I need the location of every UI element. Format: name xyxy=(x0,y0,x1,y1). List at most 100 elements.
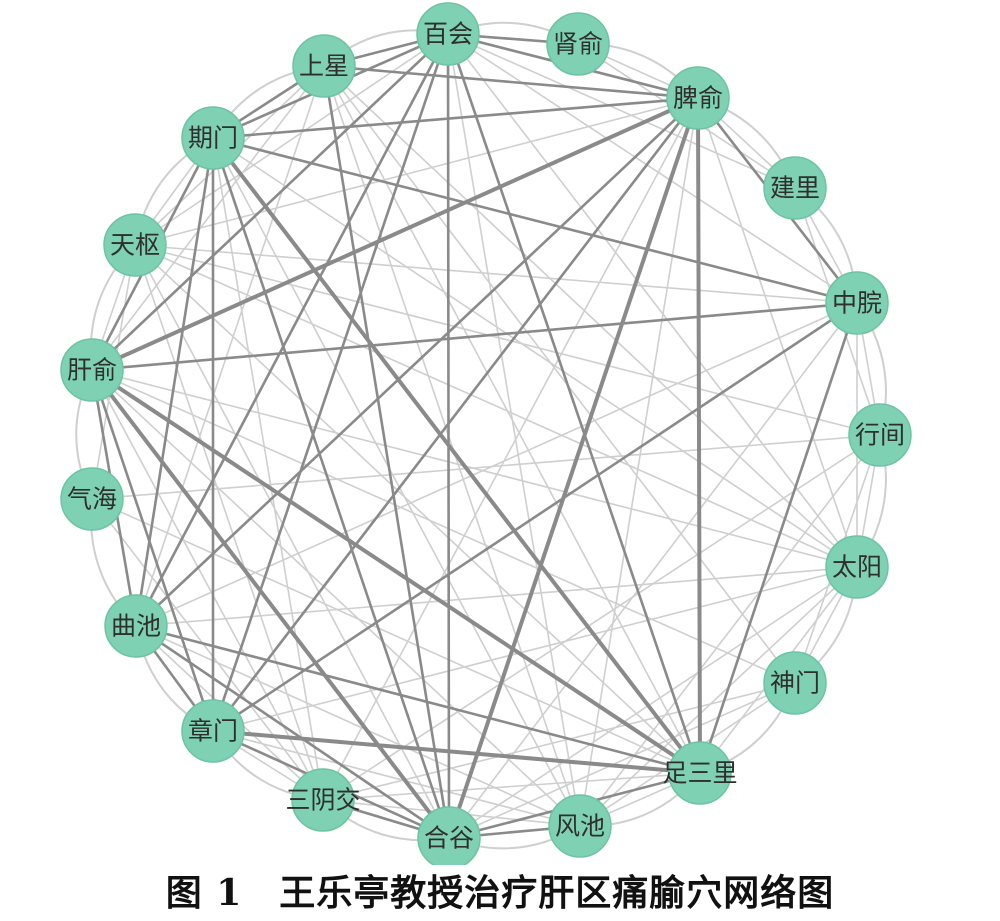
node-circle-shenshu xyxy=(546,12,610,76)
edge-zhangmen-taiyang xyxy=(212,566,858,732)
node-ganshu: 肝俞 xyxy=(60,338,124,402)
edge-qimen-hegu xyxy=(211,136,451,840)
node-circle-quchi xyxy=(104,594,168,658)
edge-ganshu-zhongwan xyxy=(90,301,859,372)
edge-taiyang-tianshu xyxy=(134,244,858,568)
edge-hegu-shangxing xyxy=(322,64,451,840)
edge-zhangmen-baihui xyxy=(211,32,450,733)
edge-ganshu-zusanli xyxy=(90,368,702,775)
node-circle-qihai xyxy=(60,467,124,531)
node-label-baihui: 百会 xyxy=(423,20,473,49)
edge-qihai-zusanli xyxy=(91,498,701,774)
edge-ganshu-zhangmen xyxy=(90,368,215,733)
edge-shenmen-sanyinjiao xyxy=(322,682,796,801)
edge-baihui-taiyang xyxy=(447,33,858,568)
node-fengchi: 风池 xyxy=(548,794,612,858)
node-tianshu: 天枢 xyxy=(103,213,167,277)
figure-caption: 图 1 王乐亭教授治疗肝区痛腧穴网络图 xyxy=(165,872,835,914)
edge-pishu-quchi xyxy=(134,96,700,628)
node-label-zusanli: 足三里 xyxy=(662,759,737,788)
node-circle-hegu xyxy=(417,806,481,865)
edge-hegu-tianshu xyxy=(134,244,450,839)
edge-zusanli-zhongwan xyxy=(698,301,859,775)
edge-quchi-fengchi xyxy=(135,625,581,827)
edge-shangxing-fengchi xyxy=(323,65,581,827)
edge-pishu-taiyang xyxy=(697,97,858,568)
node-label-zhangmen: 章门 xyxy=(188,717,238,746)
edge-baihui-jianli xyxy=(447,33,796,189)
node-zhongwan: 中脘 xyxy=(825,271,889,335)
edge-taiyang-fengchi xyxy=(579,566,858,827)
edge-quchi-zusanli xyxy=(134,624,702,775)
edge-ganshu-pishu xyxy=(90,96,700,372)
node-label-qimen: 期门 xyxy=(188,124,238,153)
node-circle-jianli xyxy=(763,156,827,220)
node-sanyinjiao: 三阴交 xyxy=(285,768,361,832)
node-circle-fengchi xyxy=(548,794,612,858)
node-label-taiyang: 太阳 xyxy=(832,553,882,582)
node-label-hegu: 合谷 xyxy=(424,824,474,853)
edge-ganshu-hegu xyxy=(90,368,451,840)
edge-quchi-baihui xyxy=(134,32,450,628)
edge-qimen-taiyang xyxy=(212,137,858,568)
edge-qimen-sanyinjiao xyxy=(212,137,324,801)
edge-qimen-quchi xyxy=(134,136,215,628)
node-label-shenmen: 神门 xyxy=(770,669,820,698)
node-shenmen: 神门 xyxy=(763,651,827,715)
node-label-sanyinjiao: 三阴交 xyxy=(285,786,360,815)
node-label-xingjian: 行间 xyxy=(855,421,905,450)
edge-ganshu-fengchi xyxy=(91,369,581,827)
edge-quchi-taiyang xyxy=(135,566,858,627)
node-shangxing: 上星 xyxy=(292,34,356,98)
node-circle-tianshu xyxy=(103,213,167,277)
edge-pishu-qimen xyxy=(211,96,700,140)
edge-hegu-taiyang xyxy=(448,566,858,839)
node-qihai: 气海 xyxy=(60,467,124,531)
node-zhangmen: 章门 xyxy=(181,699,245,763)
node-qimen: 期门 xyxy=(181,106,245,170)
edge-taiyang-shangxing xyxy=(323,65,858,568)
node-shenshu: 肾俞 xyxy=(546,12,610,76)
edge-pishu-zusanli xyxy=(696,96,702,775)
edge-zhongwan-tianshu xyxy=(134,244,858,304)
node-circle-zusanli xyxy=(668,741,732,805)
edge-xingjian-sanyinjiao xyxy=(322,434,881,801)
node-circle-shangxing xyxy=(292,34,356,98)
edge-qimen-zusanli xyxy=(211,136,702,775)
node-circle-ganshu xyxy=(60,338,124,402)
edge-xingjian-fengchi xyxy=(579,434,881,827)
edge-qihai-xingjian xyxy=(91,434,881,500)
node-label-qihai: 气海 xyxy=(67,485,117,514)
edge-pishu-shangxing xyxy=(322,64,700,100)
edge-qihai-sanyinjiao xyxy=(91,498,324,801)
edge-ganshu-baihui xyxy=(90,32,450,372)
edge-baihui-zhongwan xyxy=(447,33,858,304)
node-circle-xingjian xyxy=(848,403,912,467)
node-circle-zhongwan xyxy=(825,271,889,335)
node-label-shenshu: 肾俞 xyxy=(553,30,603,59)
edge-hegu-zhongwan xyxy=(448,302,858,839)
node-label-fengchi: 风池 xyxy=(555,812,605,841)
edge-pishu-hegu xyxy=(447,96,700,840)
edge-zusanli-baihui xyxy=(446,32,702,775)
node-zusanli: 足三里 xyxy=(662,741,738,805)
node-taiyang: 太阳 xyxy=(825,535,889,599)
node-circle-qimen xyxy=(181,106,245,170)
edge-baihui-tianshu xyxy=(134,33,449,246)
node-label-zhongwan: 中脘 xyxy=(832,289,882,318)
node-hegu: 合谷 xyxy=(417,806,481,865)
node-label-tianshu: 天枢 xyxy=(110,231,160,260)
node-quchi: 曲池 xyxy=(104,594,168,658)
node-xingjian: 行间 xyxy=(848,403,912,467)
edge-zhangmen-zhongwan xyxy=(211,301,859,733)
node-label-jianli: 建里 xyxy=(770,174,820,203)
node-pishu: 脾俞 xyxy=(666,66,730,130)
edge-ganshu-sanyinjiao xyxy=(91,369,324,801)
edge-hegu-shenmen xyxy=(448,682,796,839)
edge-pishu-zhangmen xyxy=(211,96,700,733)
node-label-ganshu: 肝俞 xyxy=(67,356,117,385)
edge-qimen-fengchi xyxy=(212,137,581,827)
node-jianli: 建里 xyxy=(763,156,827,220)
edge-hegu-baihui xyxy=(446,32,451,840)
